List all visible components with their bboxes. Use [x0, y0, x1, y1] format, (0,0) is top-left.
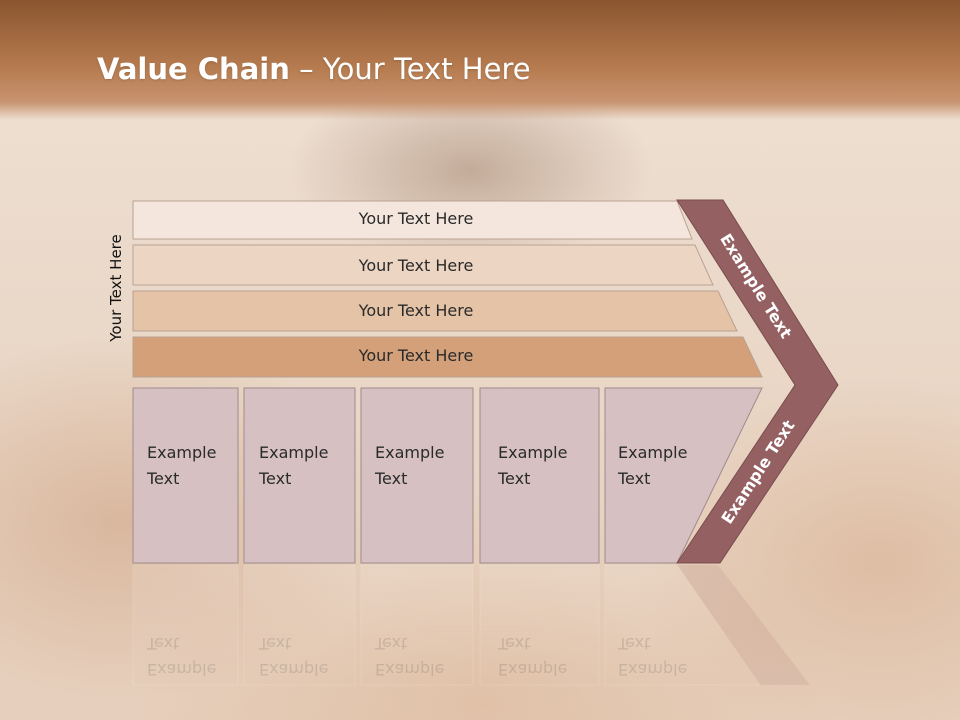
bar-1 [132, 200, 693, 240]
column-box-3 [360, 387, 474, 564]
side-label-text: Your Text Here [107, 234, 125, 342]
column-1-reflection: Example Text [147, 634, 217, 679]
bar-2-text: Your Text Here [358, 256, 474, 275]
column-box-1 [132, 387, 239, 564]
column-2-reflection: Example Text [259, 634, 329, 679]
bar-2 [132, 244, 714, 286]
column-4-reflection: Example Text [498, 634, 568, 679]
column-3-reflection: Example Text [375, 634, 445, 679]
slide-title: Value Chain – Your Text Here [97, 52, 531, 96]
bar-3 [132, 290, 738, 332]
column-box-4 [479, 387, 600, 564]
column-4-text: Example Text [498, 443, 568, 488]
title-rest: – Your Text Here [289, 52, 531, 86]
bar-4 [132, 336, 763, 378]
title-bold: Value Chain [97, 52, 290, 86]
column-5-text: Example Text [618, 443, 688, 488]
bar-1-text: Your Text Here [358, 209, 474, 228]
chevron-arrow [676, 199, 839, 564]
column-1-text: Example Text [147, 443, 217, 488]
column-5-reflection: Example Text [618, 634, 688, 679]
title-banner [0, 0, 960, 120]
column-2-text: Example Text [259, 443, 329, 488]
diagram-reflection [132, 564, 810, 686]
bar-3-text: Your Text Here [358, 301, 474, 320]
column-box-2 [243, 387, 356, 564]
column-3-text: Example Text [375, 443, 445, 488]
bar-4-text: Your Text Here [358, 346, 474, 365]
